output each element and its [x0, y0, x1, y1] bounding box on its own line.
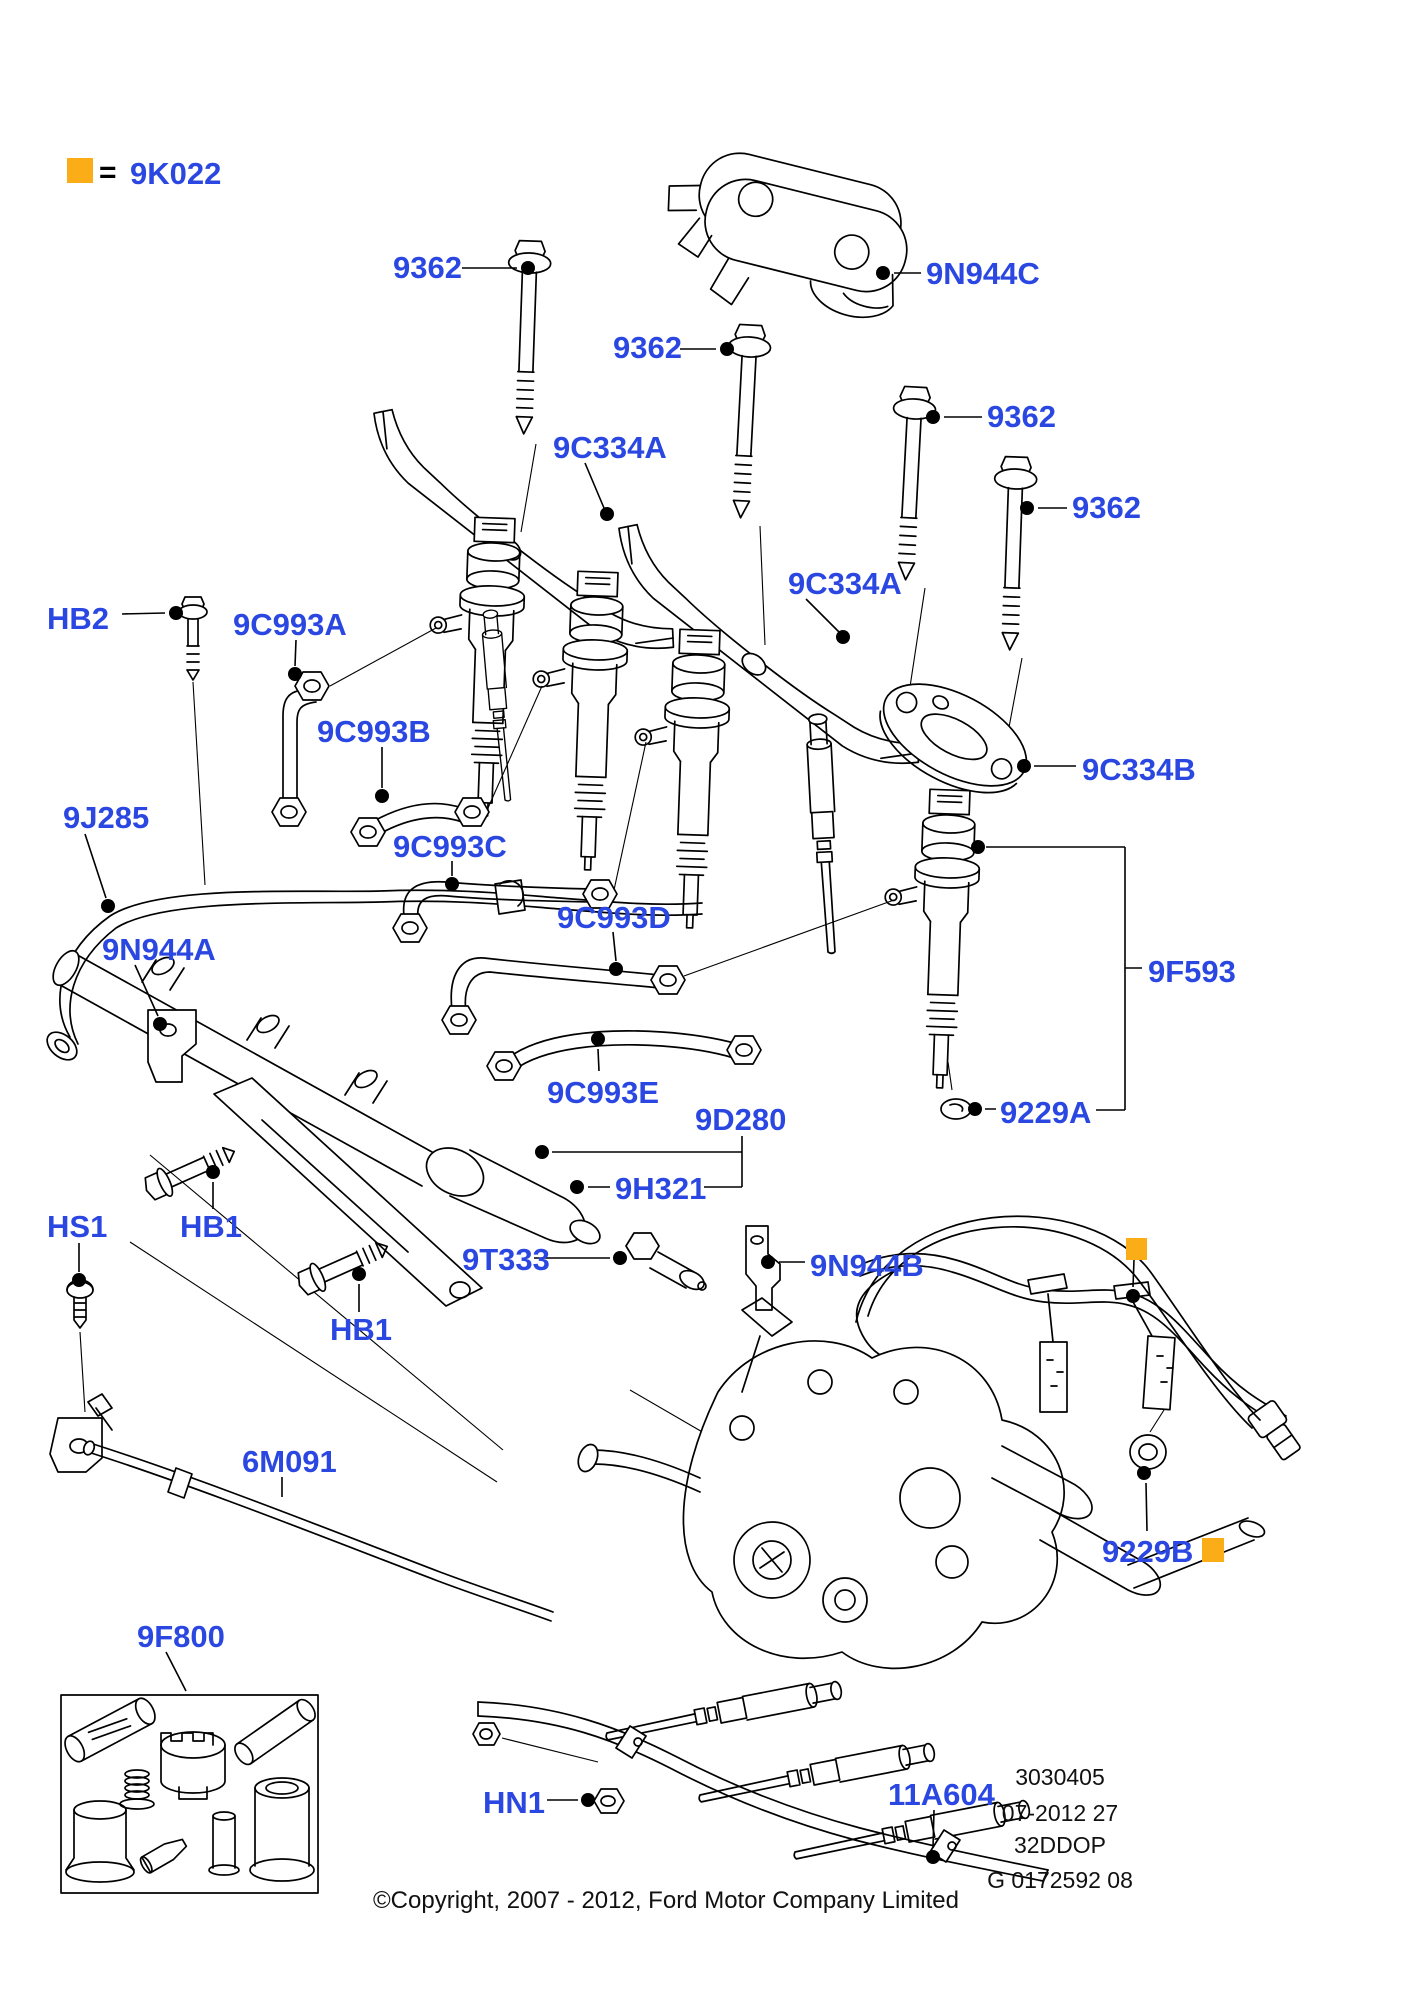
- bolt-9362-4: [987, 455, 1039, 652]
- label-9f593[interactable]: 9F593: [1148, 954, 1236, 989]
- copyright-text: ©Copyright, 2007 - 2012, Ford Motor Comp…: [373, 1887, 959, 1914]
- 9229b-marker-square: [1202, 1538, 1224, 1562]
- plate-engine-code: 32DDOP: [1014, 1832, 1106, 1858]
- injector-4: [877, 787, 983, 1090]
- label-9f800[interactable]: 9F800: [137, 1619, 225, 1654]
- bolt-hb1-1: [144, 1146, 236, 1201]
- legend-equals: =: [99, 156, 117, 189]
- injector-3: [627, 627, 733, 930]
- label-9t333[interactable]: 9T333: [462, 1242, 550, 1277]
- label-9c334a-2[interactable]: 9C334A: [788, 566, 902, 601]
- label-9j285[interactable]: 9J285: [63, 800, 149, 835]
- label-9c993a[interactable]: 9C993A: [233, 607, 347, 642]
- plate-number: 3030405: [1015, 1764, 1105, 1790]
- bracket-9n944b: [745, 1225, 781, 1311]
- legend-code[interactable]: 9K022: [130, 156, 221, 191]
- label-9362-3[interactable]: 9362: [987, 399, 1056, 434]
- glow-plug-mid-1: [804, 712, 843, 955]
- label-9n944a[interactable]: 9N944A: [102, 932, 216, 967]
- plate-drawing-ref: G 0172592 08: [987, 1867, 1133, 1893]
- fuel-rail-9d280: [52, 949, 601, 1307]
- legend-square: [67, 158, 93, 183]
- lifting-bracket-9n944c: [667, 152, 908, 319]
- label-9c993c[interactable]: 9C993C: [393, 829, 507, 864]
- tube-6m091: [82, 1440, 554, 1622]
- label-9362-2[interactable]: 9362: [613, 330, 682, 365]
- label-9c993d[interactable]: 9C993D: [557, 900, 671, 935]
- bolt-hb2: [178, 596, 208, 681]
- label-11a604[interactable]: 11A604: [888, 1777, 996, 1812]
- label-9c334a-1[interactable]: 9C334A: [553, 430, 667, 465]
- label-9c993b[interactable]: 9C993B: [317, 714, 431, 749]
- injector-pipes: [271, 627, 895, 1081]
- label-9c993e[interactable]: 9C993E: [547, 1075, 659, 1110]
- leader-lines: [72, 261, 1151, 1864]
- glow-plug-harness-11a604: [472, 1701, 1049, 1882]
- label-9c334b[interactable]: 9C334B: [1082, 752, 1196, 787]
- bolt-hb1-2: [297, 1241, 389, 1296]
- harness-marker-square: [1126, 1238, 1147, 1260]
- seal-kit-9f800: [60, 1694, 319, 1894]
- label-9229a[interactable]: 9229A: [1000, 1095, 1091, 1130]
- label-9d280[interactable]: 9D280: [695, 1102, 786, 1137]
- injection-pump: [577, 1215, 1266, 1670]
- screw-hs1: [49, 1279, 113, 1473]
- label-9362-4[interactable]: 9362: [1072, 490, 1141, 525]
- label-9362-1[interactable]: 9362: [393, 250, 462, 285]
- label-6m091[interactable]: 6M091: [242, 1444, 337, 1479]
- label-hn1[interactable]: HN1: [483, 1785, 545, 1820]
- label-9h321[interactable]: 9H321: [615, 1171, 706, 1206]
- clamp-fork-9c334a-2: [597, 516, 928, 790]
- o-ring-9229a: [940, 1098, 972, 1120]
- label-hb1-1[interactable]: HB1: [180, 1209, 242, 1244]
- label-9n944c[interactable]: 9N944C: [926, 256, 1040, 291]
- temp-sensor-9t333: [625, 1232, 707, 1291]
- label-hb2[interactable]: HB2: [47, 601, 109, 636]
- label-hs1[interactable]: HS1: [47, 1209, 107, 1244]
- label-hb1-2[interactable]: HB1: [330, 1312, 392, 1347]
- label-9n944b[interactable]: 9N944B: [810, 1248, 924, 1283]
- label-9229b[interactable]: 9229B: [1102, 1534, 1193, 1569]
- plate-date: 07-2012 27: [1002, 1800, 1118, 1826]
- glow-plug-mid-2: [479, 608, 517, 803]
